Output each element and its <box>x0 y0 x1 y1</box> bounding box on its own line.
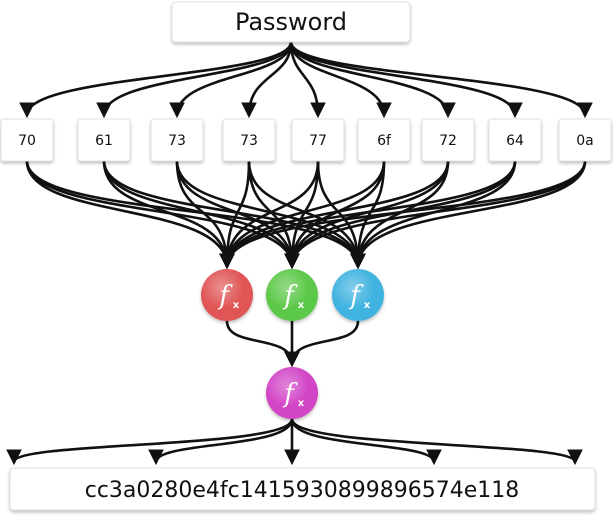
byte-node: 6f <box>357 118 411 162</box>
hash-output-node: cc3a0280e4fc1415930899896574e118 <box>9 467 596 511</box>
edge-byte-7-to-func-0 <box>219 159 517 270</box>
byte-value: 73 <box>168 133 186 149</box>
edge-password-to-byte-2 <box>169 40 293 119</box>
byte-value: 0a <box>576 133 594 149</box>
byte-value: 61 <box>95 133 113 149</box>
edge-byte-0-to-func-1 <box>25 159 300 270</box>
password-label: Password <box>235 8 347 36</box>
byte-node: 72 <box>421 118 475 162</box>
edge-password-to-byte-4 <box>289 40 326 119</box>
byte-node: 73 <box>222 118 276 162</box>
byte-node: 73 <box>150 118 204 162</box>
byte-node: 64 <box>488 118 542 162</box>
edge-final-to-output-1 <box>148 417 294 466</box>
byte-nodes: 70 61 73 73 77 6f 72 64 0a <box>0 118 612 162</box>
edge-byte-6-to-func-0 <box>219 159 450 270</box>
edge-password-to-byte-1 <box>96 40 293 119</box>
edge-byte-8-to-func-0 <box>219 159 587 270</box>
edge-byte-3-to-func-0 <box>219 159 251 270</box>
byte-value: 6f <box>377 133 392 149</box>
edge-byte-5-to-func-0 <box>219 159 386 270</box>
edge-byte-4-to-func-0 <box>219 159 320 270</box>
edge-byte-2-to-func-0 <box>175 159 235 270</box>
edge-password-to-byte-7 <box>289 40 523 119</box>
function-icon-sub: x <box>233 300 240 311</box>
byte-value: 73 <box>240 133 258 149</box>
edge-password-to-byte-3 <box>241 40 293 119</box>
edge-byte-8-to-func-2 <box>350 159 587 270</box>
edge-byte-8-to-func-1 <box>284 159 587 270</box>
edge-byte-2-to-func-2 <box>175 159 366 270</box>
hash-output-text: cc3a0280e4fc1415930899896574e118 <box>85 478 520 503</box>
byte-value: 64 <box>506 133 524 149</box>
edge-func-2-to-final <box>284 319 360 368</box>
edge-password-to-byte-6 <box>289 40 456 119</box>
byte-node: 0a <box>558 118 612 162</box>
edge-func-0-to-final <box>225 319 300 368</box>
edge-password-to-byte-0 <box>19 40 293 119</box>
edge-password-to-byte-8 <box>289 40 593 119</box>
function-icon-sub: x <box>298 398 305 409</box>
edge-byte-0-to-func-0 <box>25 159 235 270</box>
edge-byte-2-to-func-1 <box>175 159 300 270</box>
edge-final-to-output-0 <box>6 417 294 466</box>
edge-byte-1-to-func-0 <box>102 159 235 270</box>
byte-value: 77 <box>309 133 327 149</box>
byte-value: 72 <box>439 133 457 149</box>
function-icon-sub: x <box>364 300 371 311</box>
connector-edges <box>6 40 593 466</box>
password-node: Password <box>171 1 411 43</box>
edge-byte-1-to-func-1 <box>102 159 300 270</box>
byte-node: 77 <box>291 118 345 162</box>
byte-value: 70 <box>18 133 36 149</box>
edge-final-to-output-4 <box>290 417 583 466</box>
edge-final-to-output-3 <box>290 417 442 466</box>
edge-password-to-byte-5 <box>289 40 392 119</box>
byte-node: 61 <box>77 118 131 162</box>
function-icon-sub: x <box>298 300 305 311</box>
byte-node: 70 <box>0 118 54 162</box>
